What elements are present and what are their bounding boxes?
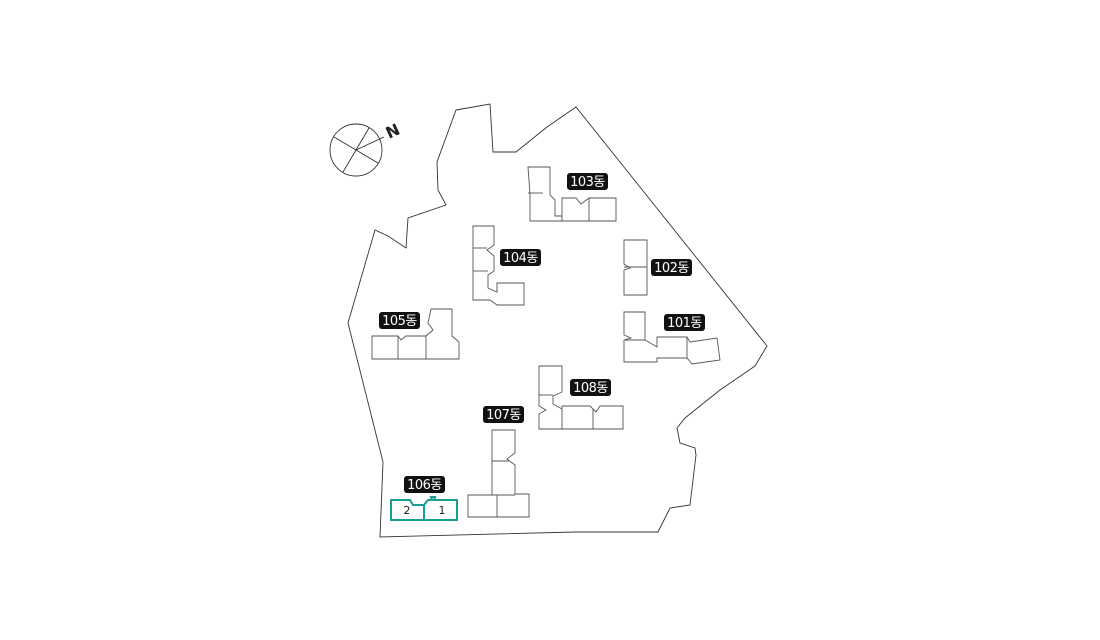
building-101-badge: [664, 314, 705, 331]
building-105-label: 105동: [382, 314, 417, 329]
building-104-badge: [500, 249, 541, 266]
unit-1[interactable]: 1: [439, 504, 446, 517]
building-106-badge: [404, 476, 445, 493]
building-107-badge: [483, 406, 524, 423]
building-106[interactable]: 2 1 106동: [390, 476, 458, 521]
building-102-label: 102동: [654, 261, 689, 276]
building-104-label: 104동: [503, 251, 538, 266]
building-108-badge: [570, 379, 611, 396]
building-101-label: 101동: [667, 316, 702, 331]
building-107-label: 107동: [486, 408, 521, 423]
building-107[interactable]: 107동: [467, 406, 530, 518]
unit-2[interactable]: 2: [404, 504, 411, 517]
building-101[interactable]: 101동: [623, 311, 721, 365]
building-108-label: 108동: [573, 381, 608, 396]
building-102-footprint: [623, 239, 648, 296]
building-105-badge: [379, 312, 420, 329]
compass-north-line: [355, 136, 385, 151]
building-104-footprint: [472, 225, 525, 306]
building-102[interactable]: 102동: [623, 239, 692, 296]
building-103[interactable]: 103동: [527, 166, 617, 222]
building-103-label: 103동: [570, 175, 605, 190]
compass-rose: N: [329, 120, 403, 177]
building-103-footprint: [527, 166, 617, 222]
building-108[interactable]: 108동: [538, 365, 624, 430]
building-105[interactable]: 105동: [371, 308, 460, 360]
building-102-badge: [651, 259, 692, 276]
building-108-footprint: [538, 365, 624, 430]
site-boundary: [347, 103, 768, 538]
building-104[interactable]: 104동: [472, 225, 541, 306]
compass-north-label: N: [383, 120, 403, 143]
building-106-label: 106동: [407, 478, 442, 493]
compass-circle: [329, 123, 383, 177]
building-105-footprint: [371, 308, 460, 360]
building-103-badge: [567, 173, 608, 190]
